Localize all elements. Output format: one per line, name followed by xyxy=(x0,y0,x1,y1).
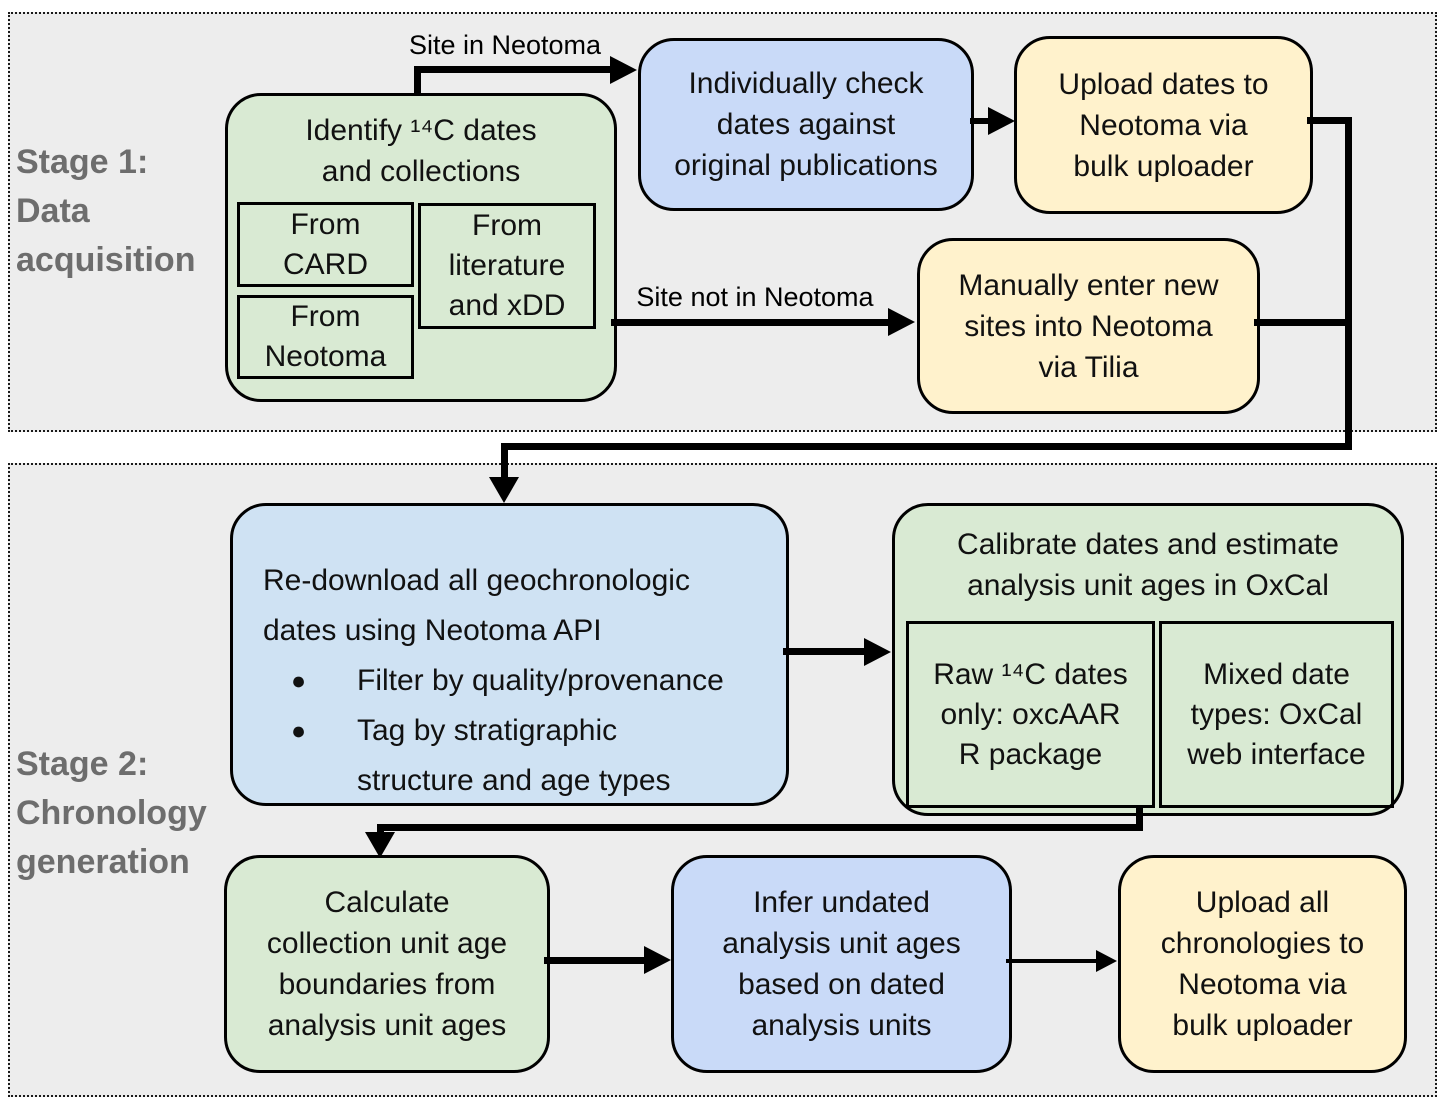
upload-dates-box: Upload dates to Neotoma via bulk uploade… xyxy=(1014,36,1313,214)
line-segment xyxy=(611,319,890,326)
arrowhead xyxy=(610,56,637,84)
mixed-dates-box: Mixed date types: OxCal web interface xyxy=(1159,621,1394,808)
redownload-bullet: ● Filter by quality/provenance xyxy=(291,656,776,706)
line-segment xyxy=(970,118,994,124)
manual-entry-box: Manually enter new sites into Neotoma vi… xyxy=(917,238,1260,414)
redownload-bullet: ● Tag by stratigraphic structure and age… xyxy=(291,706,776,806)
check-dates-label: Individually check dates against origina… xyxy=(674,67,938,182)
line-segment xyxy=(377,824,384,836)
edge-label-site-not-in-neotoma: Site not in Neotoma xyxy=(636,282,874,312)
line-segment xyxy=(1254,319,1352,326)
line-segment xyxy=(414,66,421,96)
line-segment xyxy=(501,443,1352,450)
line-segment xyxy=(1345,117,1352,450)
manual-entry-label: Manually enter new sites into Neotoma vi… xyxy=(958,268,1219,384)
redownload-intro: Re-download all geochronologic dates usi… xyxy=(263,564,690,647)
redownload-box: Re-download all geochronologic dates usi… xyxy=(230,503,789,806)
arrowhead xyxy=(988,107,1015,135)
line-segment xyxy=(377,824,1143,831)
infer-box: Infer undated analysis unit ages based o… xyxy=(671,855,1012,1073)
upload-dates-label: Upload dates to Neotoma via bulk uploade… xyxy=(1058,67,1269,183)
calibrate-title: Calibrate dates and estimate analysis un… xyxy=(957,528,1339,602)
mixed-dates-label: Mixed date types: OxCal web interface xyxy=(1187,657,1366,771)
from-card-box: From CARD xyxy=(237,202,414,287)
from-neotoma-label: From Neotoma xyxy=(264,300,387,373)
from-card-label: From CARD xyxy=(282,207,368,281)
line-segment xyxy=(783,648,866,655)
line-segment xyxy=(501,443,508,479)
line-segment xyxy=(414,66,612,73)
calculate-label: Calculate collection unit age boundaries… xyxy=(266,886,508,1042)
raw-dates-label: Raw ¹⁴C dates only: oxcAAR R package xyxy=(933,657,1128,771)
infer-label: Infer undated analysis unit ages based o… xyxy=(722,886,961,1042)
edge-label-site-in-neotoma: Site in Neotoma xyxy=(408,30,602,60)
line-segment xyxy=(544,957,646,964)
calibrate-box: Calibrate dates and estimate analysis un… xyxy=(892,503,1404,816)
line-segment xyxy=(1136,808,1143,831)
arrowhead xyxy=(888,308,915,336)
arrowhead xyxy=(864,638,891,666)
calculate-box: Calculate collection unit age boundaries… xyxy=(224,855,550,1073)
arrowhead xyxy=(1096,950,1117,972)
redownload-bullet-text: Tag by stratigraphic structure and age t… xyxy=(357,714,671,797)
from-literature-box: From literature and xDD xyxy=(418,203,596,329)
stage2-label: Stage 2: Chronology generation xyxy=(16,745,207,881)
check-dates-box: Individually check dates against origina… xyxy=(638,38,974,211)
arrowhead xyxy=(365,832,395,858)
arrowhead xyxy=(489,477,519,503)
raw-dates-box: Raw ¹⁴C dates only: oxcAAR R package xyxy=(906,621,1155,808)
arrowhead xyxy=(644,946,671,974)
identify-title: Identify ¹⁴C dates and collections xyxy=(305,114,537,188)
redownload-bullet-text: Filter by quality/provenance xyxy=(357,664,724,697)
identify-box: Identify ¹⁴C dates and collections From … xyxy=(225,93,617,402)
stage1-label: Stage 1: Data acquisition xyxy=(16,143,196,279)
bullet-icon: ● xyxy=(291,717,307,745)
line-segment xyxy=(1307,117,1352,124)
redownload-content: Re-download all geochronologic dates usi… xyxy=(263,556,776,806)
upload-chronologies-label: Upload all chronologies to Neotoma via b… xyxy=(1160,886,1365,1042)
upload-chronologies-box: Upload all chronologies to Neotoma via b… xyxy=(1118,855,1407,1073)
from-literature-label: From literature and xDD xyxy=(448,209,566,322)
from-neotoma-box: From Neotoma xyxy=(237,295,414,379)
bullet-icon: ● xyxy=(291,667,307,695)
line-segment xyxy=(1006,959,1098,963)
